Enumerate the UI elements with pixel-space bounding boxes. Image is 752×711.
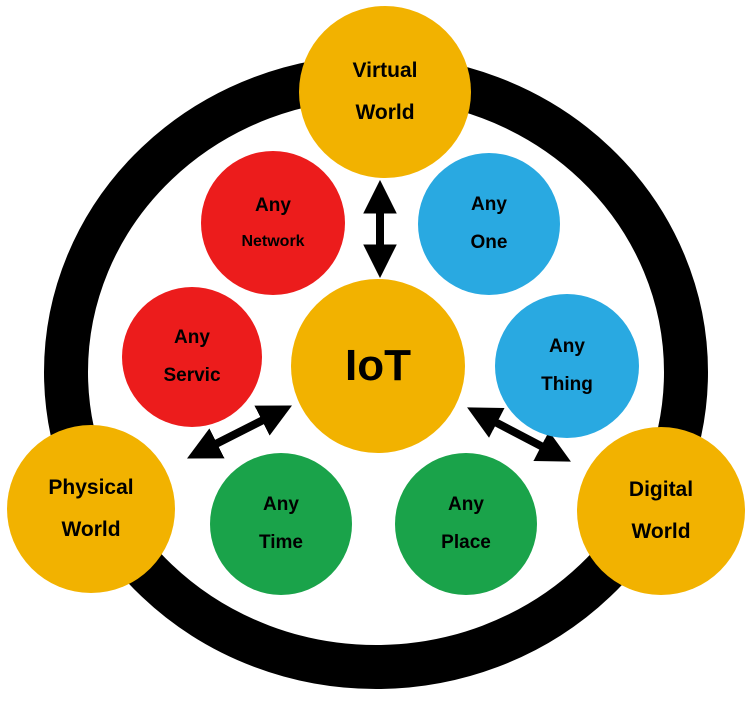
node-any-thing: Any Thing <box>495 294 639 438</box>
node-label: Servic <box>163 365 221 386</box>
node-physical-world: Physical World <box>7 425 175 593</box>
node-label: IoT <box>345 340 411 390</box>
node-label: Digital <box>628 478 694 502</box>
node-label: World <box>61 517 121 541</box>
arrow-iot-physical-world <box>187 405 292 459</box>
node-label: Time <box>258 532 303 553</box>
node-label: World <box>631 519 691 543</box>
node-label: Physical <box>48 476 134 500</box>
node-label: Any <box>174 327 210 349</box>
node-label: Place <box>441 532 491 553</box>
node-label: Any <box>263 494 299 516</box>
arrow-iot-digital-world <box>467 407 571 462</box>
node-any-one: Any One <box>418 153 560 295</box>
node-any-time: Any Time <box>210 453 352 595</box>
node-virtual-world: Virtual World <box>299 6 471 178</box>
node-digital-world: Digital World <box>577 427 745 595</box>
node-label: Thing <box>541 374 593 395</box>
node-label: Network <box>241 232 305 250</box>
node-label: Any <box>255 194 291 216</box>
node-label: World <box>355 100 415 124</box>
node-any-place: Any Place <box>395 453 537 595</box>
node-label: Any <box>471 194 507 216</box>
node-label: Any <box>448 494 484 516</box>
node-iot-hub: IoT <box>291 279 465 453</box>
node-any-servic: Any Servic <box>122 287 262 427</box>
node-label: Virtual <box>352 59 418 83</box>
node-any-network: Any Network <box>201 151 345 295</box>
node-label: Any <box>549 336 585 358</box>
node-label: One <box>470 232 508 253</box>
